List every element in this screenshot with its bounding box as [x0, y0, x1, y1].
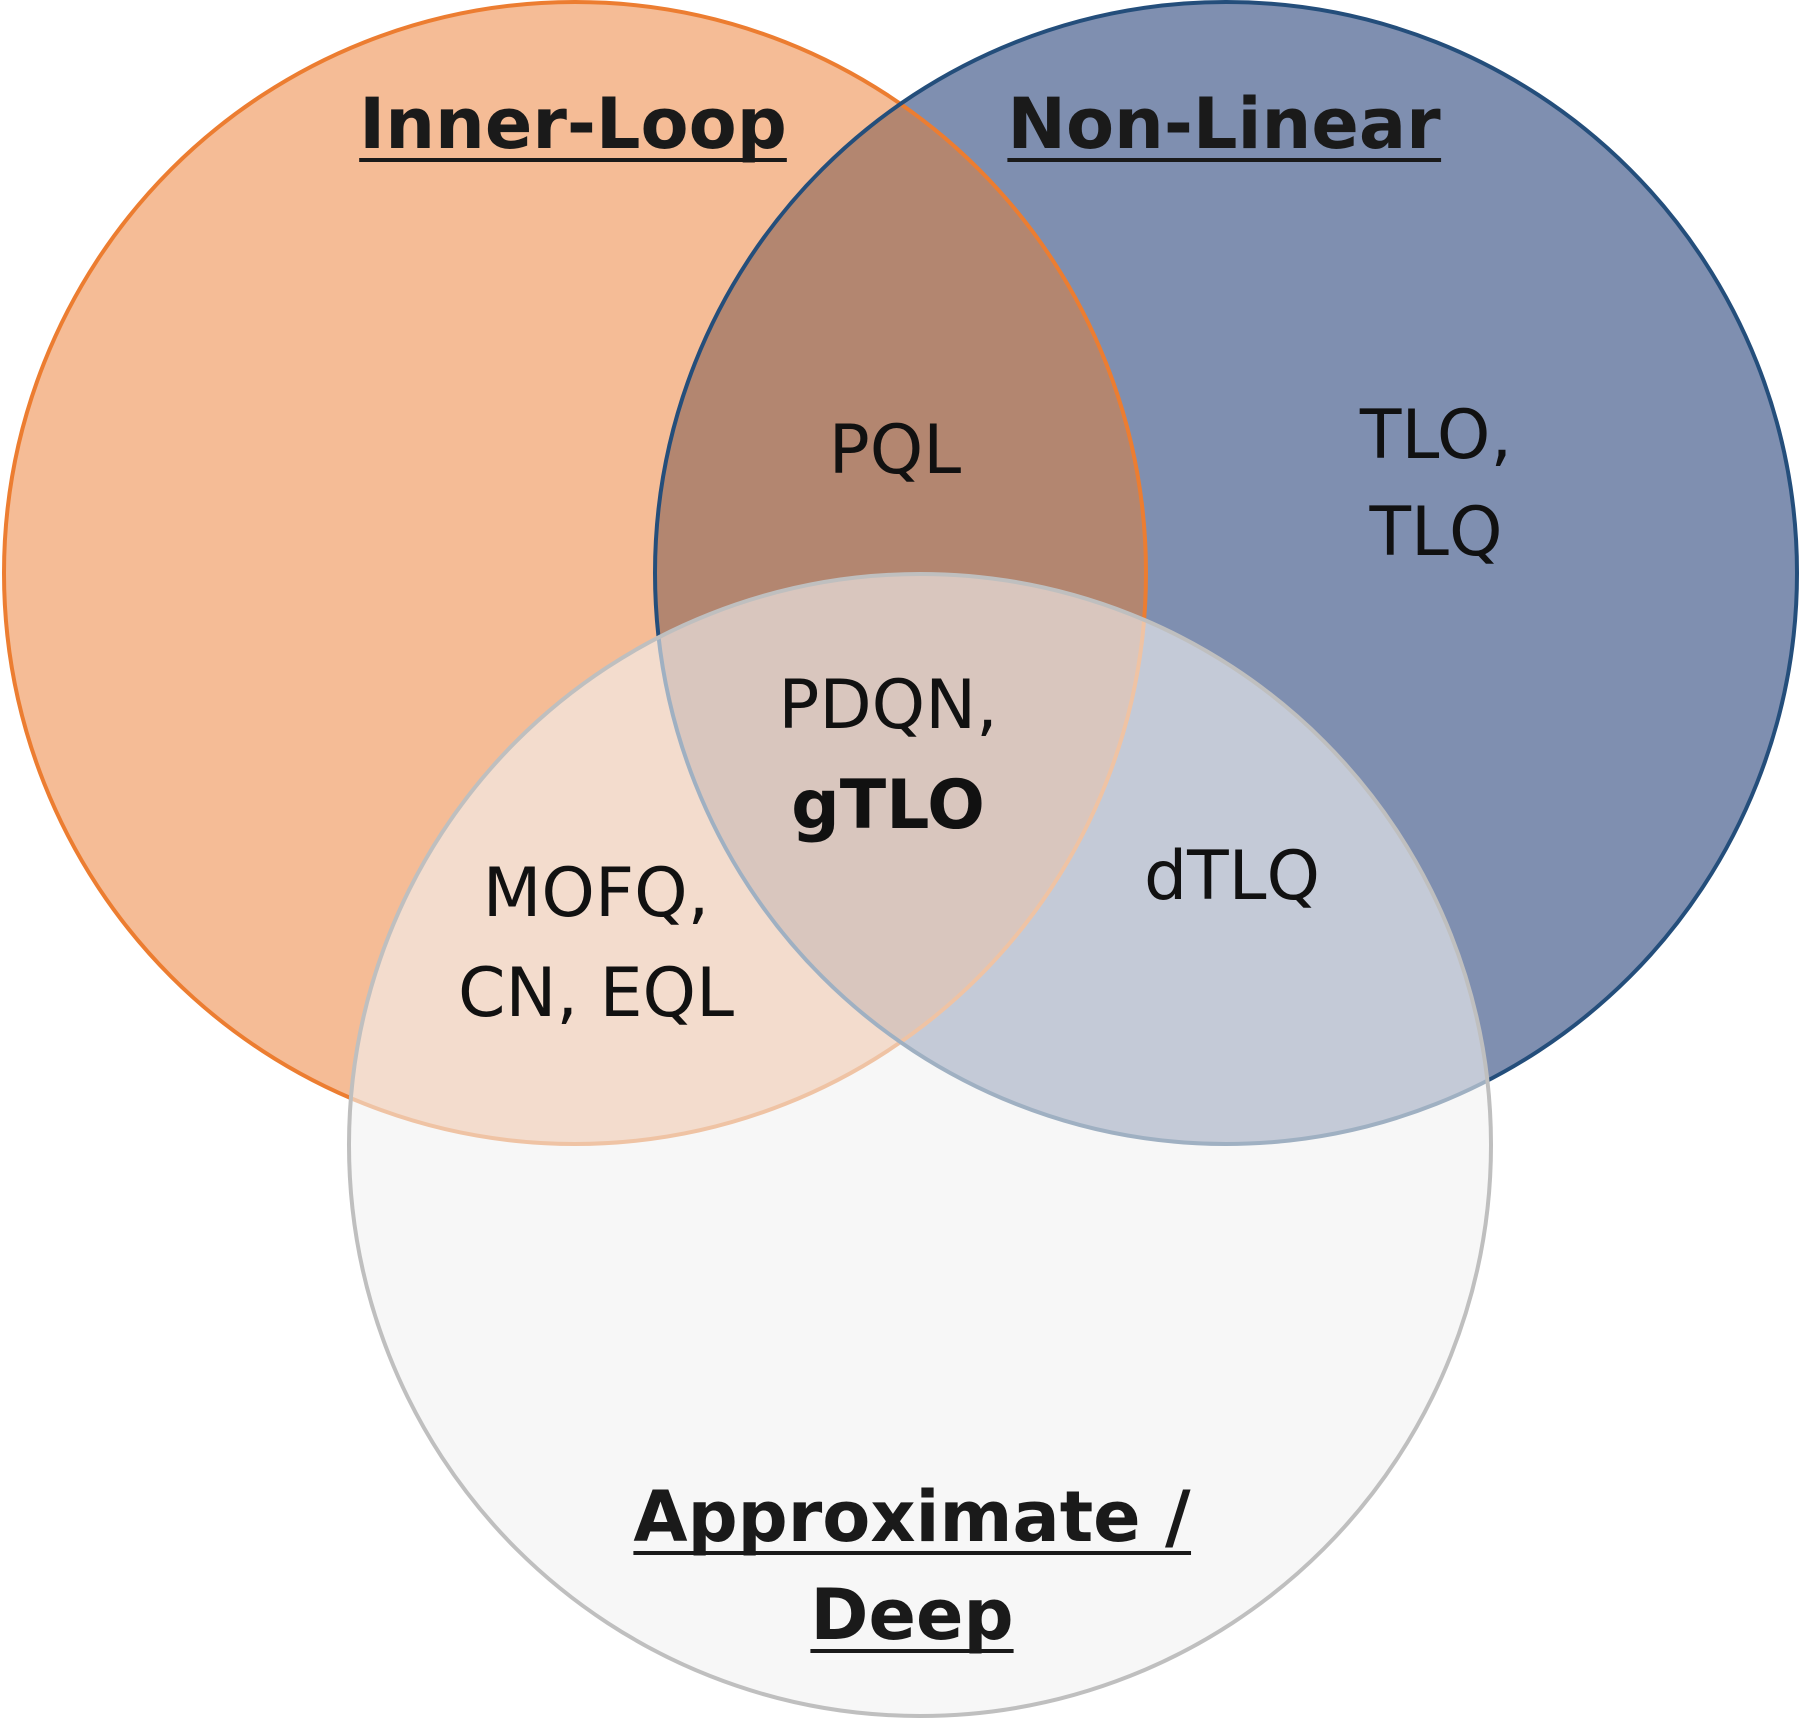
approx-deep-circle: [347, 572, 1493, 1718]
non-linear-title: Non-Linear: [1007, 83, 1441, 165]
region-inner-approx-line1: MOFQ,: [483, 854, 709, 933]
region-all-three-line1: PDQN,: [778, 666, 997, 745]
approx-deep-title-line1: Approximate /: [633, 1476, 1191, 1558]
inner-loop-title: Inner-Loop: [359, 83, 787, 165]
region-all-three-line2: gTLO: [791, 766, 985, 845]
region-inner-nonlinear-label: PQL: [829, 411, 962, 490]
region-nonlinear-only-line2: TLQ: [1369, 493, 1503, 572]
region-nonlinear-approx-label: dTLQ: [1144, 837, 1320, 916]
region-inner-approx-line2: CN, EQL: [458, 954, 734, 1033]
region-nonlinear-only-line1: TLO,: [1359, 396, 1512, 475]
approx-deep-title-line2: Deep: [810, 1574, 1013, 1656]
